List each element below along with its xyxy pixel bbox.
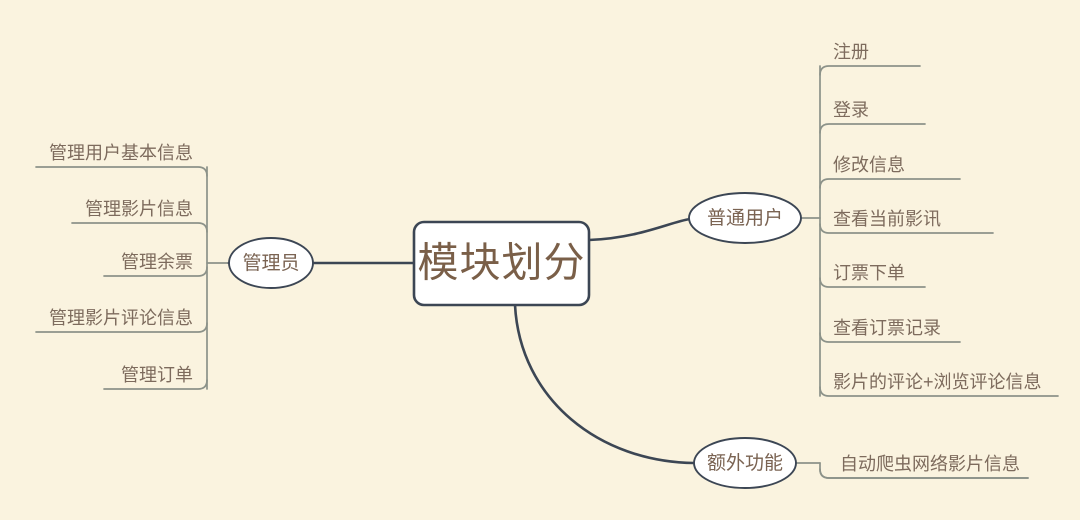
leaf-label[interactable]: 登录 xyxy=(833,100,869,120)
leaf-connector xyxy=(819,178,961,189)
leaf-label[interactable]: 影片的评论+浏览评论信息 xyxy=(833,372,1042,392)
leaf-label[interactable]: 管理影片评论信息 xyxy=(49,308,193,328)
leaf-label[interactable]: 修改信息 xyxy=(833,155,905,175)
leaf-label[interactable]: 管理余票 xyxy=(121,252,193,272)
root-node-shape[interactable] xyxy=(412,220,591,307)
leaf-connector xyxy=(819,123,926,134)
leaf-label[interactable]: 订票下单 xyxy=(833,263,905,283)
node-group xyxy=(228,192,802,489)
leaf-connector xyxy=(103,266,208,277)
leaf-connector xyxy=(819,462,1029,479)
branch-node-label-normal-user: 普通用户 xyxy=(707,207,783,229)
leaf-connector xyxy=(819,65,921,76)
branch-node-label-extra-features: 额外功能 xyxy=(707,452,783,474)
leaf-connector xyxy=(819,332,961,343)
leaf-connector-group xyxy=(35,65,1059,479)
branch-node-shape-extra-features[interactable] xyxy=(693,437,797,489)
leaf-connector xyxy=(35,322,208,333)
leaf-connector xyxy=(819,386,1059,397)
leaf-connector xyxy=(819,277,926,288)
leaf-connector xyxy=(35,166,208,177)
leaf-connector xyxy=(819,223,994,234)
main-connector-normal-user xyxy=(587,217,692,242)
leaf-label[interactable]: 管理影片信息 xyxy=(85,199,193,219)
leaf-label[interactable]: 注册 xyxy=(833,42,869,62)
leaf-label[interactable]: 自动爬虫网络影片信息 xyxy=(840,454,1020,474)
leaf-label[interactable]: 管理用户基本信息 xyxy=(49,143,193,163)
leaf-label[interactable]: 查看当前影讯 xyxy=(833,209,941,229)
branch-node-shape-normal-user[interactable] xyxy=(688,192,802,244)
branch-node-label-admin: 管理员 xyxy=(242,252,299,274)
branch-node-shape-admin[interactable] xyxy=(228,237,314,289)
leaf-connector xyxy=(71,222,208,233)
leaf-connector xyxy=(103,379,208,390)
root-node-label: 模块划分 xyxy=(418,239,586,285)
leaf-label[interactable]: 管理订单 xyxy=(121,365,193,385)
leaf-label[interactable]: 查看订票记录 xyxy=(833,318,941,338)
main-connector-extra-features xyxy=(513,303,696,465)
